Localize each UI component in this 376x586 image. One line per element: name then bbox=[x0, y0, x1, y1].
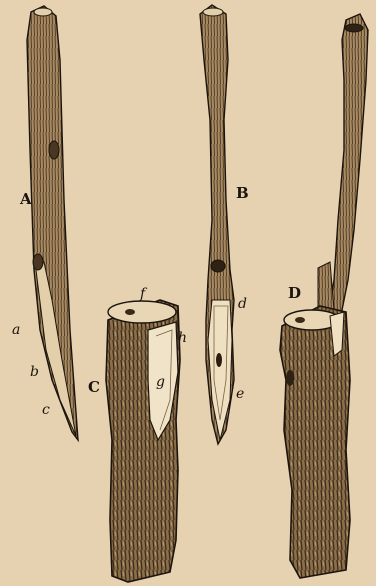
scion-b-eye bbox=[216, 353, 222, 367]
scion-a-bud-lower bbox=[33, 254, 43, 270]
label-b-point: b bbox=[30, 364, 39, 380]
scion-a-bud-upper bbox=[49, 141, 59, 159]
label-c-point: c bbox=[42, 402, 50, 418]
stock-c-top bbox=[108, 301, 176, 323]
label-a-figure: A bbox=[19, 190, 32, 208]
label-c-figure: C bbox=[88, 378, 100, 396]
label-a-point: a bbox=[12, 322, 20, 338]
label-h-point: h bbox=[178, 330, 187, 346]
stock-c bbox=[106, 300, 180, 582]
graft-d-scion-tip bbox=[345, 24, 363, 32]
graft-d-bud bbox=[318, 262, 334, 312]
label-d-figure: D bbox=[288, 284, 301, 302]
label-b-figure: B bbox=[236, 184, 249, 202]
scion-b-bud bbox=[211, 260, 225, 272]
label-e-point: e bbox=[236, 386, 244, 402]
label-f-point: f bbox=[139, 286, 148, 302]
scion-b-tip bbox=[203, 8, 223, 16]
label-d-point: d bbox=[238, 296, 247, 312]
scion-b bbox=[200, 5, 234, 444]
scion-a-tip bbox=[34, 8, 52, 16]
label-g-point: g bbox=[156, 374, 165, 390]
